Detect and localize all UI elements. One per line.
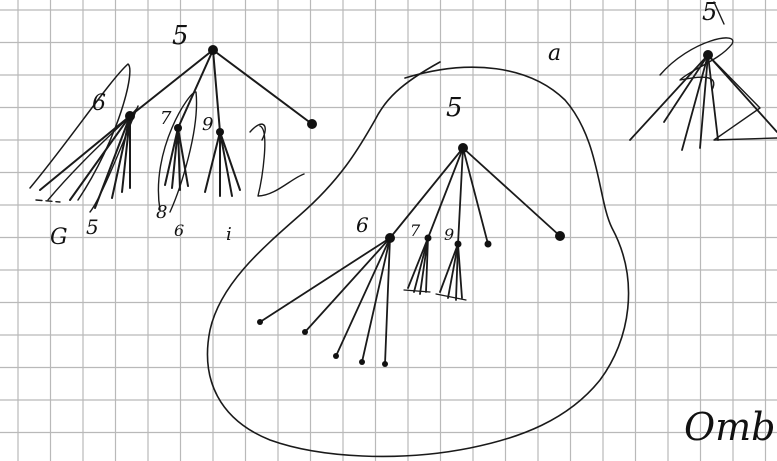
left-bottom-label-i: i bbox=[226, 224, 232, 245]
center-tree: a 5 bbox=[206, 41, 630, 458]
center-child-label-6: 6 bbox=[356, 213, 369, 237]
left-child-label-9: 9 bbox=[202, 114, 213, 135]
center-node-leaf-a bbox=[484, 240, 492, 248]
left-bottom-label-6: 6 bbox=[174, 221, 184, 240]
left-tree: 5 bbox=[29, 21, 317, 250]
center-node-7 bbox=[424, 234, 432, 242]
right-tree: 5 bbox=[629, 0, 777, 151]
center-node-6 bbox=[385, 233, 395, 243]
center-leaf-4 bbox=[359, 359, 365, 365]
left-leaf-node bbox=[307, 119, 317, 129]
center-leaf-3 bbox=[333, 353, 339, 359]
center-child-label-9: 9 bbox=[444, 225, 454, 244]
left-node-6 bbox=[125, 111, 135, 121]
center-node-9 bbox=[454, 240, 462, 248]
right-root-node bbox=[703, 50, 713, 60]
center-root-label: 5 bbox=[446, 93, 463, 123]
left-bottom-label-5: 5 bbox=[86, 215, 99, 239]
enclosure-label: a bbox=[548, 41, 561, 66]
left-child-label-7: 7 bbox=[160, 108, 172, 129]
left-node-9 bbox=[216, 128, 224, 136]
left-node-7 bbox=[174, 124, 182, 132]
center-leaf-5 bbox=[382, 361, 388, 367]
right-root-label: 5 bbox=[702, 0, 717, 26]
left-child-label-6: 6 bbox=[92, 91, 106, 116]
corner-handwriting: Omb bbox=[684, 405, 776, 449]
center-leaf-1 bbox=[257, 319, 263, 325]
left-root-node bbox=[208, 45, 218, 55]
center-root-node bbox=[458, 143, 468, 153]
left-bottom-label-g: G bbox=[50, 225, 68, 250]
enclosure-curve bbox=[206, 61, 630, 458]
center-node-leaf-b bbox=[555, 231, 565, 241]
center-child-label-7: 7 bbox=[410, 221, 421, 240]
left-root-label: 5 bbox=[172, 21, 189, 51]
center-leaf-2 bbox=[302, 329, 308, 335]
left-bottom-label-8: 8 bbox=[156, 202, 167, 223]
